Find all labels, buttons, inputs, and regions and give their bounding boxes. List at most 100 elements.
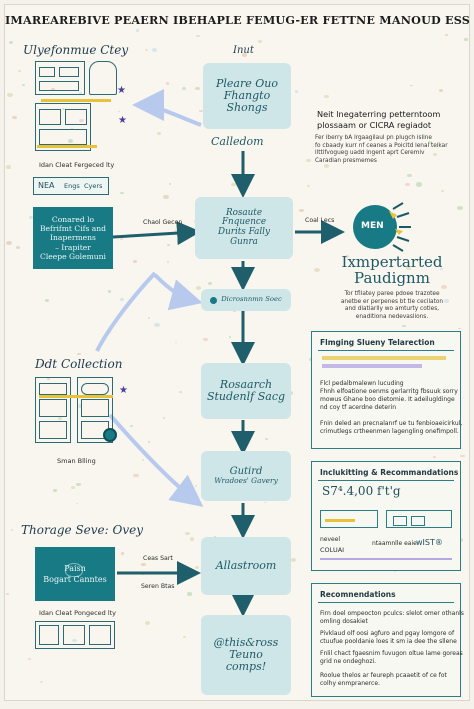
box1-line: Befrifmt Cifs and: [39, 224, 107, 234]
section-heading-2: Ddt Collection: [35, 357, 123, 371]
poster: IMAREAREBIVE PEAERN IBEHAPLE FEMUG-ER FE…: [4, 4, 470, 701]
paradigm-body-line: anetbe er perpenes bt tle cecilaton: [340, 298, 444, 305]
paradigm-body: Tor tfllatey paree pdoee trazotee anetbe…: [323, 291, 461, 321]
confetti-dot: [406, 266, 411, 271]
confetti-dot: [189, 537, 195, 541]
confetti-dot: [229, 336, 232, 338]
sec1-tags: NEA Engs Cyers: [33, 177, 109, 195]
confetti-dot: [439, 267, 443, 270]
connector-label-2: Coal Lecs: [305, 217, 335, 224]
confetti-dot: [457, 206, 464, 211]
confetti-dot: [207, 282, 212, 286]
node-this-ross: @this&ross Teuno comps!: [201, 615, 291, 695]
paradigm-body-line: enaditiona nedevaslions.: [355, 313, 429, 320]
confetti-dot: [144, 48, 148, 51]
confetti-dot: [323, 163, 329, 168]
confetti-dot: [203, 337, 208, 341]
right-body-line: fo cbaady kurr nf ceanes a Poicltd lenal…: [315, 142, 448, 149]
right-body-line: Fer iberry bA lrgaagilaul pn plugch isli…: [315, 135, 432, 141]
wireframe-3: [35, 621, 115, 651]
confetti-dot: [402, 324, 407, 328]
panel-flmging: Flmging Slueny Telarection Flcl pedalbma…: [311, 331, 462, 449]
right-body-line: Caradian presmemes: [315, 157, 377, 164]
confetti-dot: [57, 417, 62, 420]
confetti-dot: [72, 638, 77, 642]
star-icon: ★: [117, 85, 126, 96]
confetti-dot: [141, 459, 145, 461]
panel3-divider: [318, 602, 454, 603]
confetti-dot: [187, 592, 192, 596]
panel2-label: ntaamnlle eaie.: [372, 540, 419, 547]
confetti-dot: [163, 417, 166, 419]
node7-line: Teuno: [229, 647, 263, 661]
panel-inclukitting: Inclukitting & Recommandations S7⁴.4,00 …: [311, 461, 461, 571]
confetti-dot: [53, 489, 57, 492]
confetti-dot: [168, 183, 171, 185]
confetti-dot: [7, 93, 14, 98]
confetti-dot: [195, 34, 200, 38]
node-pleare-ouo: Pleare Ouo Fhangto Shongs: [203, 63, 291, 129]
confetti-dot: [264, 501, 267, 504]
box1-line: – Irapiter: [55, 242, 91, 252]
paradigm-heading: Ixmpertarted Paudignm: [327, 254, 457, 287]
confetti-dot: [166, 261, 170, 263]
wireframe-1: [35, 61, 117, 153]
confetti-dot: [154, 322, 161, 327]
panel3-line: grid ne ondeghozi.: [320, 658, 377, 665]
confetti-dot: [432, 455, 437, 459]
confetti-dot: [443, 299, 450, 304]
flow-connectors: [95, 89, 345, 617]
confetti-dot: [6, 165, 11, 169]
sunburst-graphic: [353, 202, 411, 252]
badge-text: MEN: [361, 221, 384, 231]
confetti-dot: [307, 184, 311, 187]
node5-line: Wradoes' Gavery: [214, 476, 278, 486]
right-heading-line: plossaam or CICRA regiadot: [317, 119, 432, 130]
confetti-dot: [295, 90, 299, 93]
confetti-dot: [44, 299, 50, 303]
node1-line: Fhangto: [223, 88, 271, 102]
confetti-dot: [432, 152, 438, 156]
confetti-dot: [79, 92, 82, 95]
confetti-dot: [428, 141, 433, 144]
star-icon: ★: [118, 115, 127, 126]
input-label: Inut: [233, 45, 254, 56]
node-dicrosnnmn: Dicrosnnmn Soec: [201, 289, 291, 311]
panel2-rule: [320, 558, 452, 560]
confetti-dot: [306, 159, 311, 163]
connector-label-3: Ceas Sart: [143, 555, 173, 562]
tag-engs: Engs: [64, 182, 80, 190]
node3-label: Dicrosnnmn Soec: [221, 295, 282, 304]
confetti-dot: [147, 441, 150, 443]
soft-arrow-to-sec1: [132, 89, 202, 127]
confetti-dot: [314, 268, 320, 273]
confetti-dot: [198, 109, 204, 113]
confetti-dot: [113, 526, 117, 529]
confetti-dot: [393, 570, 397, 573]
teal-box-conared: Conared lo Befrifmt Cifs and Inapermens …: [33, 207, 113, 269]
confetti-dot: [174, 341, 177, 344]
panel1-line: Fhnh elfoatione oenms gerlarritg fbsuuk …: [320, 388, 458, 395]
panel2-label-badge: wIST®: [416, 538, 443, 547]
confetti-dot: [344, 255, 349, 258]
confetti-dot: [11, 116, 17, 120]
confetti-dot: [152, 48, 158, 52]
node2-line: Fnquence: [221, 217, 267, 228]
confetti-dot: [166, 82, 170, 85]
confetti-dot: [441, 189, 445, 192]
soft-arrow-node2-to-node3: [153, 273, 203, 311]
panel-recommendations: Recomnendations Firn doel ompeocton pcul…: [311, 583, 464, 697]
confetti-dot: [133, 473, 139, 478]
panel2-label: neveel: [320, 536, 341, 543]
node1-sub: Calledom: [211, 135, 264, 148]
clock-icon: [103, 428, 117, 442]
confetti-dot: [415, 182, 422, 187]
confetti-dot: [178, 390, 183, 394]
confetti-dot: [78, 118, 84, 122]
confetti-dot: [163, 195, 169, 199]
confetti-dot: [441, 285, 447, 289]
confetti-dot: [71, 127, 74, 130]
connector-label-4: Seren Btas: [141, 583, 175, 590]
confetti-dot: [119, 237, 124, 241]
confetti-dot: [61, 107, 66, 111]
